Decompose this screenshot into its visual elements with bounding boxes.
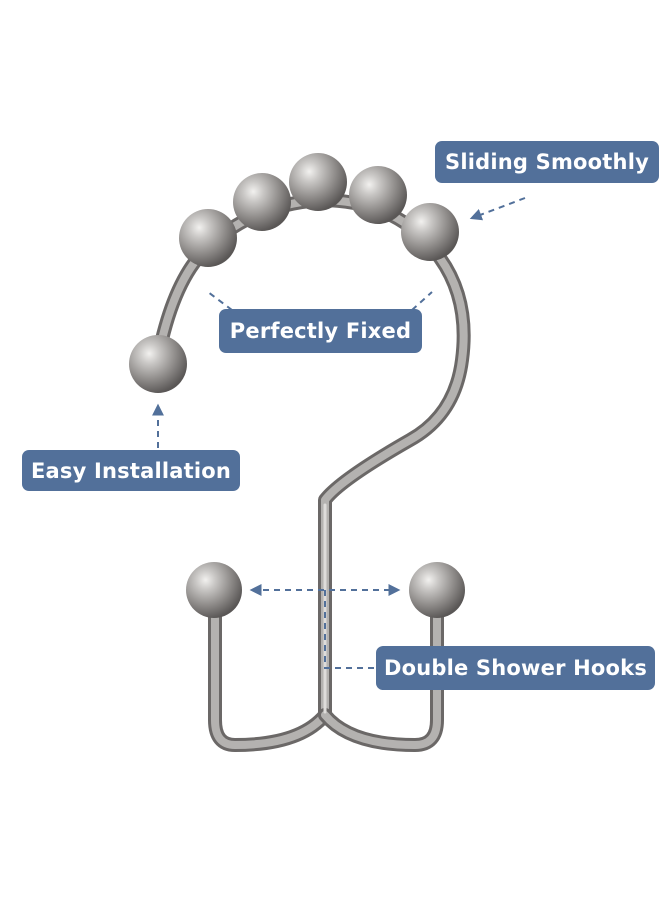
callout-perfectly-fixed: Perfectly Fixed [219, 309, 422, 353]
arrow-fixed-right [411, 291, 433, 311]
arrow-double-leader [324, 590, 374, 669]
hook-ball-left [186, 562, 242, 618]
roller-ball [233, 173, 291, 231]
end-ball-left [129, 335, 187, 393]
callout-sliding-smoothly: Sliding Smoothly [435, 141, 659, 183]
callout-easy-installation: Easy Installation [22, 450, 240, 491]
hook-ball-right [409, 562, 465, 618]
roller-ball [349, 166, 407, 224]
roller-ball [179, 209, 237, 267]
arrow-sliding [469, 197, 526, 221]
callout-double-shower-hooks: Double Shower Hooks [376, 646, 655, 690]
hook-wire [153, 193, 471, 752]
arrow-fixed-left [207, 291, 233, 311]
roller-ball [289, 153, 347, 211]
roller-ball [401, 203, 459, 261]
roller-balls [179, 153, 459, 267]
callout-arrows [152, 197, 526, 669]
